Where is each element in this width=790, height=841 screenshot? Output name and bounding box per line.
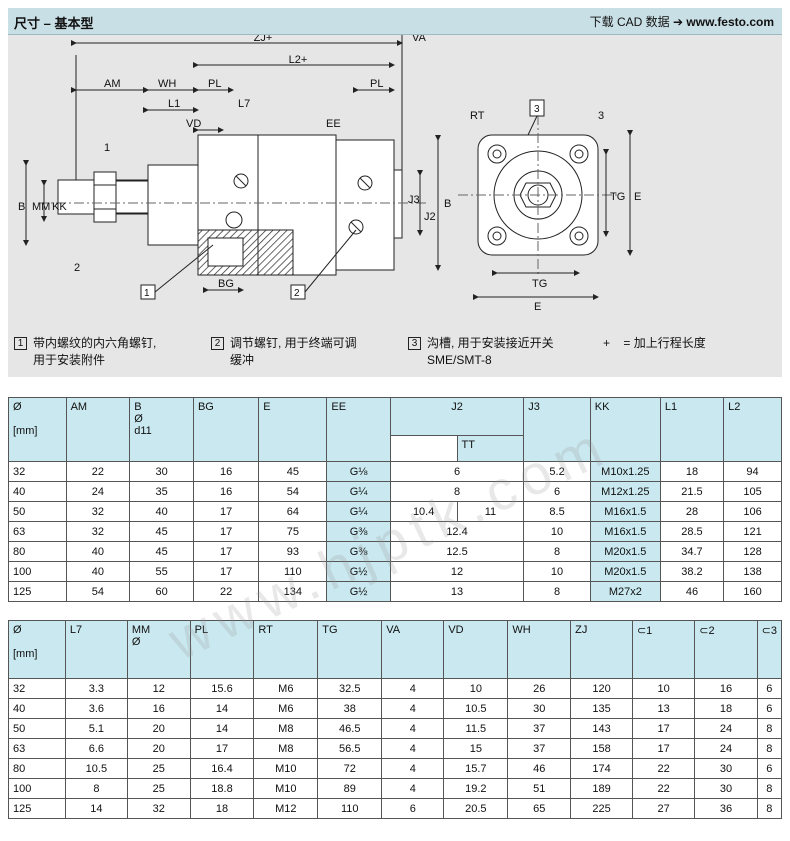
legend-text-2a: 调节螺钉, 用于终端可调 bbox=[230, 336, 357, 350]
col-ee: EE bbox=[326, 397, 391, 462]
col2-wrench2: ⊂2 bbox=[694, 620, 758, 679]
dim-va: VA bbox=[412, 35, 427, 44]
dim-e-bottom: E bbox=[534, 301, 541, 313]
legend-item-3: 3 沟槽, 用于安装接近开关 SME/SMT-8 bbox=[408, 335, 554, 369]
col2-rt: RT bbox=[253, 620, 319, 679]
legend-plus-sign: + bbox=[603, 336, 611, 350]
slot-callout: 3 bbox=[534, 104, 540, 115]
col2-dia: Ø[mm] bbox=[8, 620, 66, 679]
cad-download-link[interactable]: 下载 CAD 数据 ➔ www.festo.com bbox=[590, 13, 774, 30]
dim-b-right: B bbox=[444, 198, 451, 210]
dim-mm: MM bbox=[32, 201, 50, 213]
legend-item-1: 1 带内螺纹的内六角螺钉, 用于安装附件 bbox=[14, 335, 156, 369]
legend-plus-text: = 加上行程长度 bbox=[623, 336, 706, 350]
dim-rt: RT bbox=[470, 110, 485, 122]
dim-bg: BG bbox=[218, 278, 234, 290]
legend-item-2: 2 调节螺钉, 用于终端可调 缓冲 bbox=[211, 335, 357, 369]
col2-wrench3: ⊂3 bbox=[756, 620, 783, 679]
col2-l7: L7 bbox=[64, 620, 128, 679]
dim-pl-right: PL bbox=[370, 78, 383, 90]
legend-num-1: 1 bbox=[14, 337, 27, 350]
col2-wrench1: ⊂1 bbox=[631, 620, 696, 679]
technical-drawing: ZJ+ VA L2+ AM WH PL PL L1 L7 VD EE 1 B M… bbox=[18, 35, 641, 313]
dim-e-right: E bbox=[634, 191, 641, 203]
dim-kk: KK bbox=[52, 201, 67, 213]
col-bg: BG bbox=[192, 397, 260, 462]
legend-text-3a: 沟槽, 用于安装接近开关 bbox=[427, 336, 554, 350]
callout-2: 2 bbox=[294, 288, 300, 299]
col-e: E bbox=[258, 397, 328, 462]
dim-zj: ZJ+ bbox=[254, 35, 273, 44]
legend-num-3: 3 bbox=[408, 337, 421, 350]
legend-plus: + = 加上行程长度 bbox=[603, 335, 706, 352]
wrench-3-label: 3 bbox=[598, 110, 604, 122]
col-l1: L1 bbox=[659, 397, 725, 462]
dim-pl-left: PL bbox=[208, 78, 221, 90]
dim-tg-right: TG bbox=[610, 191, 625, 203]
dim-am: AM bbox=[104, 78, 121, 90]
legend-text-3b: SME/SMT-8 bbox=[427, 353, 492, 367]
col-tt: TT bbox=[456, 435, 525, 462]
dim-l2: L2+ bbox=[289, 54, 308, 66]
dim-ee: EE bbox=[326, 118, 341, 130]
col-am: AM bbox=[65, 397, 131, 462]
section-title: 尺寸 – 基本型 bbox=[14, 16, 94, 31]
wrench-2-label: 2 bbox=[74, 262, 80, 274]
dim-vd: VD bbox=[186, 118, 201, 130]
section-header: 尺寸 – 基本型 下载 CAD 数据 ➔ www.festo.com bbox=[8, 8, 782, 35]
col2-wh: WH bbox=[507, 620, 572, 679]
col-j2: J2 bbox=[389, 397, 525, 436]
legend-text-1a: 带内螺纹的内六角螺钉, bbox=[33, 336, 157, 350]
col-kk: KK bbox=[589, 397, 661, 462]
col2-tg: TG bbox=[317, 620, 383, 679]
legend-text-2b: 缓冲 bbox=[230, 353, 255, 367]
dim-l1: L1 bbox=[168, 98, 180, 110]
dim-j3: J3 bbox=[408, 194, 420, 206]
col-l2: L2 bbox=[723, 397, 782, 462]
dimension-drawing-panel: ZJ+ VA L2+ AM WH PL PL L1 L7 VD EE 1 B M… bbox=[8, 35, 782, 377]
wrench-1-label: 1 bbox=[104, 142, 110, 154]
legend-text-1b: 用于安装附件 bbox=[33, 353, 106, 367]
callout-1: 1 bbox=[144, 288, 150, 299]
dim-j2: J2 bbox=[424, 211, 436, 223]
col-j2-sub bbox=[389, 435, 458, 462]
arrow-right-icon: ➔ bbox=[673, 15, 684, 29]
dim-l7: L7 bbox=[238, 98, 250, 110]
col2-pl: PL bbox=[189, 620, 255, 679]
cad-url[interactable]: www.festo.com bbox=[686, 15, 774, 29]
col2-va: VA bbox=[381, 620, 445, 679]
legend-num-2: 2 bbox=[211, 337, 224, 350]
col2-zj: ZJ bbox=[570, 620, 633, 679]
col-j3: J3 bbox=[523, 397, 591, 462]
col-dia: Ø[mm] bbox=[8, 397, 67, 462]
dim-wh: WH bbox=[158, 78, 176, 90]
dim-tg-bottom: TG bbox=[532, 278, 547, 290]
dim-b-left: B bbox=[18, 201, 25, 213]
cad-text: 下载 CAD 数据 bbox=[589, 15, 670, 29]
col2-vd: VD bbox=[443, 620, 509, 679]
